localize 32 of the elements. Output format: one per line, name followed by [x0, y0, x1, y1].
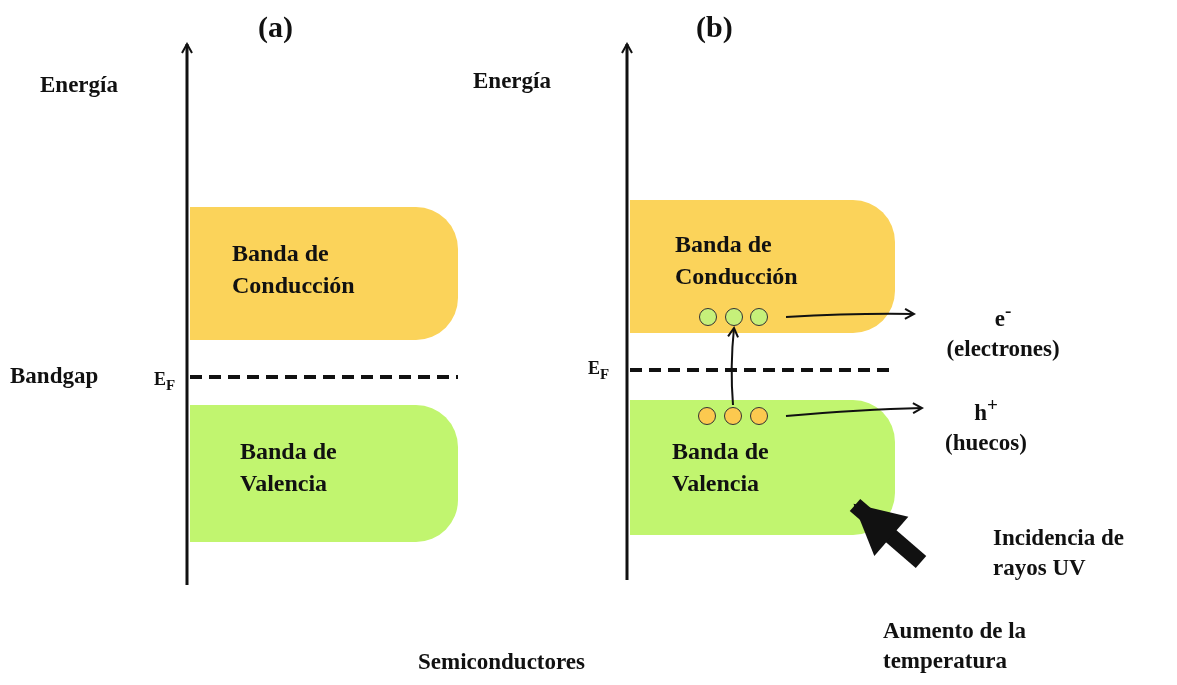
arrow	[727, 327, 740, 406]
band-label: Banda de Valencia	[672, 437, 770, 498]
hole-circle	[750, 407, 768, 425]
panel-letter: (b)	[696, 12, 733, 42]
conduction-band	[630, 200, 895, 333]
electron-circle	[725, 308, 743, 326]
fermi-label: E$_{F}$	[588, 357, 610, 384]
carrier-label: (electrones)	[946, 334, 1060, 363]
electron-circle	[699, 308, 717, 326]
band-label: Banda de Conducción	[232, 239, 356, 300]
carrier-label: h$^{+}$	[974, 393, 998, 427]
axis-label: Energía	[40, 71, 118, 99]
fermi-label: E$_{F}$	[154, 368, 176, 395]
hole-circle	[724, 407, 742, 425]
band-label: Banda de Conducción	[675, 230, 799, 291]
conduction-band	[190, 207, 458, 340]
axis-label: Energía	[473, 67, 551, 95]
electron-circle	[750, 308, 768, 326]
panel-letter: (a)	[258, 12, 293, 42]
hole-circle	[698, 407, 716, 425]
gap-label: Bandgap	[10, 362, 99, 390]
carrier-label: (huecos)	[945, 428, 1027, 457]
note-text: Aumento de la temperatura	[883, 617, 1028, 675]
valence-band	[190, 405, 458, 542]
thick-arrow	[849, 498, 927, 569]
valence-band	[630, 400, 895, 535]
arrow	[785, 307, 915, 320]
caption: Semiconductores	[418, 648, 585, 676]
arrow	[785, 402, 923, 417]
note-text: Incidencia de rayos UV	[993, 524, 1125, 582]
band-label: Banda de Valencia	[240, 437, 338, 498]
carrier-label: e$^{-}$	[994, 299, 1012, 333]
